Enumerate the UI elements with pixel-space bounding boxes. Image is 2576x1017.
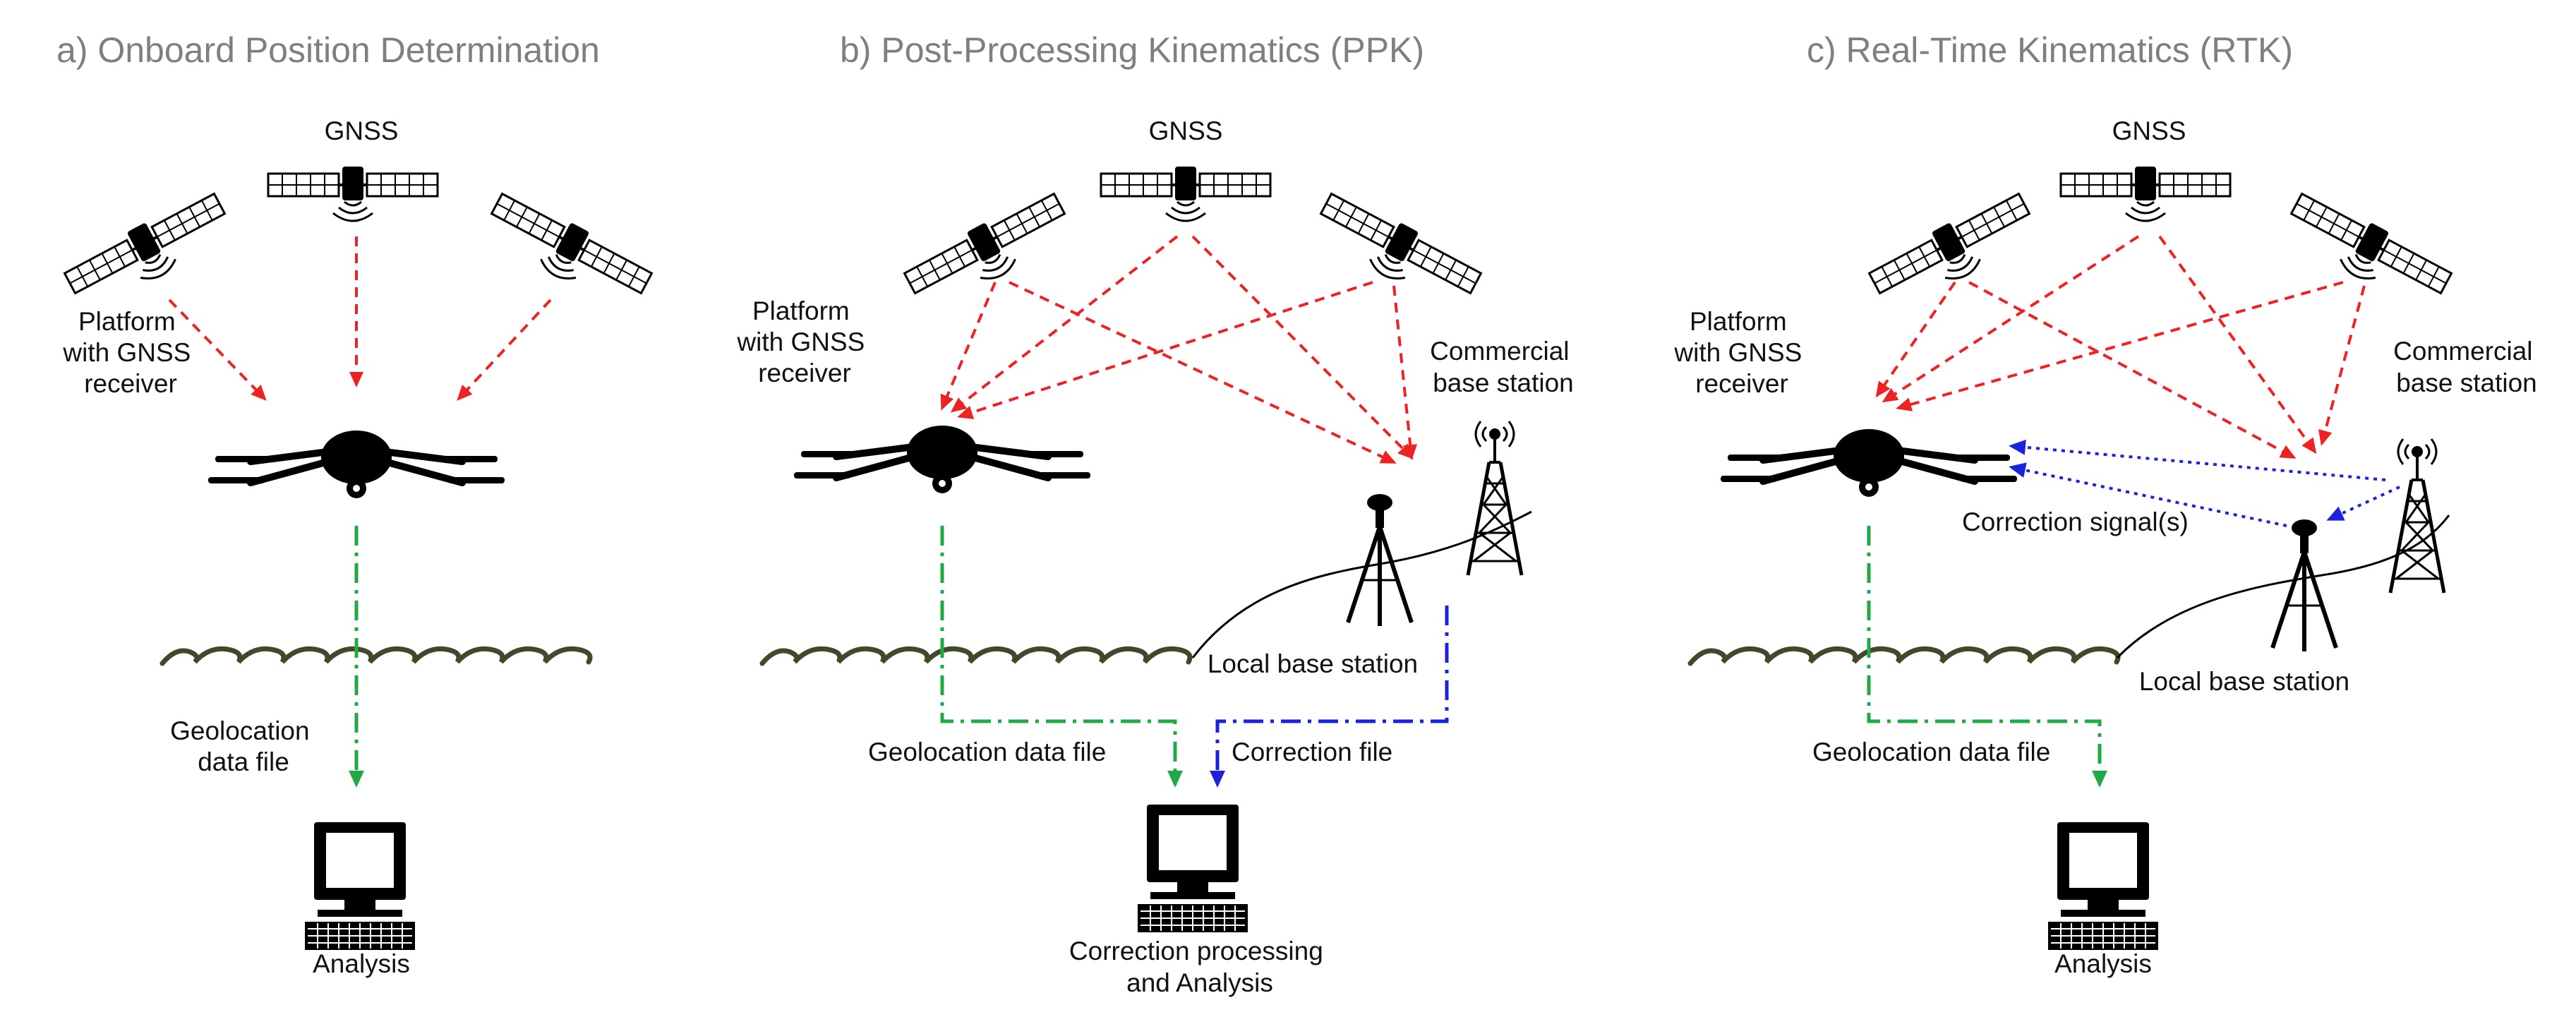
gnss-label: GNSS	[2112, 116, 2186, 145]
commercial-base-label: Commercial base station	[2393, 337, 2540, 397]
correction-signal-label: Correction signal(s)	[1962, 507, 2189, 536]
correction-flow-arrow	[1210, 606, 1449, 788]
base-station-tripod-icon	[2273, 519, 2336, 651]
satellite-icon	[480, 188, 655, 315]
drone-icon	[208, 431, 505, 498]
panel-a-title: a) Onboard Position Determination	[56, 30, 600, 70]
satellite-signals	[1875, 235, 2366, 459]
panel-b: b) Post-Processing Kinematics (PPK) GNSS…	[736, 30, 1577, 997]
panel-a: a) Onboard Position Determination GNSS P…	[56, 30, 655, 978]
data-file-label: Geolocation data file	[868, 738, 1106, 766]
satellite-signals	[940, 235, 1418, 464]
data-file-label: Geolocation data file	[170, 716, 317, 776]
correction-signals	[2009, 439, 2400, 527]
shoreline	[1191, 510, 1532, 658]
correction-file-label: Correction file	[1232, 738, 1392, 766]
computer-label: Analysis	[2054, 949, 2152, 978]
satellite-icon	[1309, 188, 1484, 315]
platform-label: Platform with GNSS receiver	[62, 307, 198, 398]
satellite-icon	[267, 165, 439, 222]
satellite-signals	[168, 236, 552, 401]
geolocation-flow-arrow	[1867, 526, 2107, 788]
panel-c: c) Real-Time Kinematics (RTK) GNSS Platf…	[1673, 30, 2540, 978]
satellite-icon	[1866, 188, 2041, 315]
wave-icon	[762, 649, 1190, 663]
satellite-icon	[1100, 165, 1272, 222]
antenna-tower-icon	[2390, 439, 2444, 593]
drone-icon	[794, 426, 1090, 493]
satellite-icon	[2059, 165, 2232, 222]
computer-icon	[304, 822, 416, 951]
computer-label: Correction processing and Analysis	[1069, 937, 1330, 997]
satellite-icon	[2280, 188, 2455, 315]
local-base-label: Local base station	[2139, 667, 2349, 696]
panel-b-title: b) Post-Processing Kinematics (PPK)	[840, 30, 1424, 70]
geolocation-flow-arrow	[940, 526, 1183, 788]
panel-c-title: c) Real-Time Kinematics (RTK)	[1807, 30, 2293, 70]
computer-label: Analysis	[313, 949, 410, 978]
gnss-label: GNSS	[325, 116, 399, 145]
wave-icon	[162, 649, 590, 663]
local-base-label: Local base station	[1208, 649, 1418, 678]
data-file-label: Geolocation data file	[1812, 738, 2050, 766]
antenna-tower-icon	[1468, 421, 1522, 575]
platform-label: Platform with GNSS receiver	[736, 296, 872, 387]
gnss-label: GNSS	[1149, 116, 1223, 145]
satellite-icon	[901, 188, 1076, 315]
satellite-icon	[61, 188, 236, 315]
drone-icon	[1721, 429, 2017, 497]
wave-icon	[1690, 649, 2118, 663]
commercial-base-label: Commercial base station	[1430, 337, 1577, 397]
computer-icon	[1137, 804, 1248, 933]
computer-icon	[2047, 822, 2159, 951]
platform-label: Platform with GNSS receiver	[1673, 307, 1809, 398]
